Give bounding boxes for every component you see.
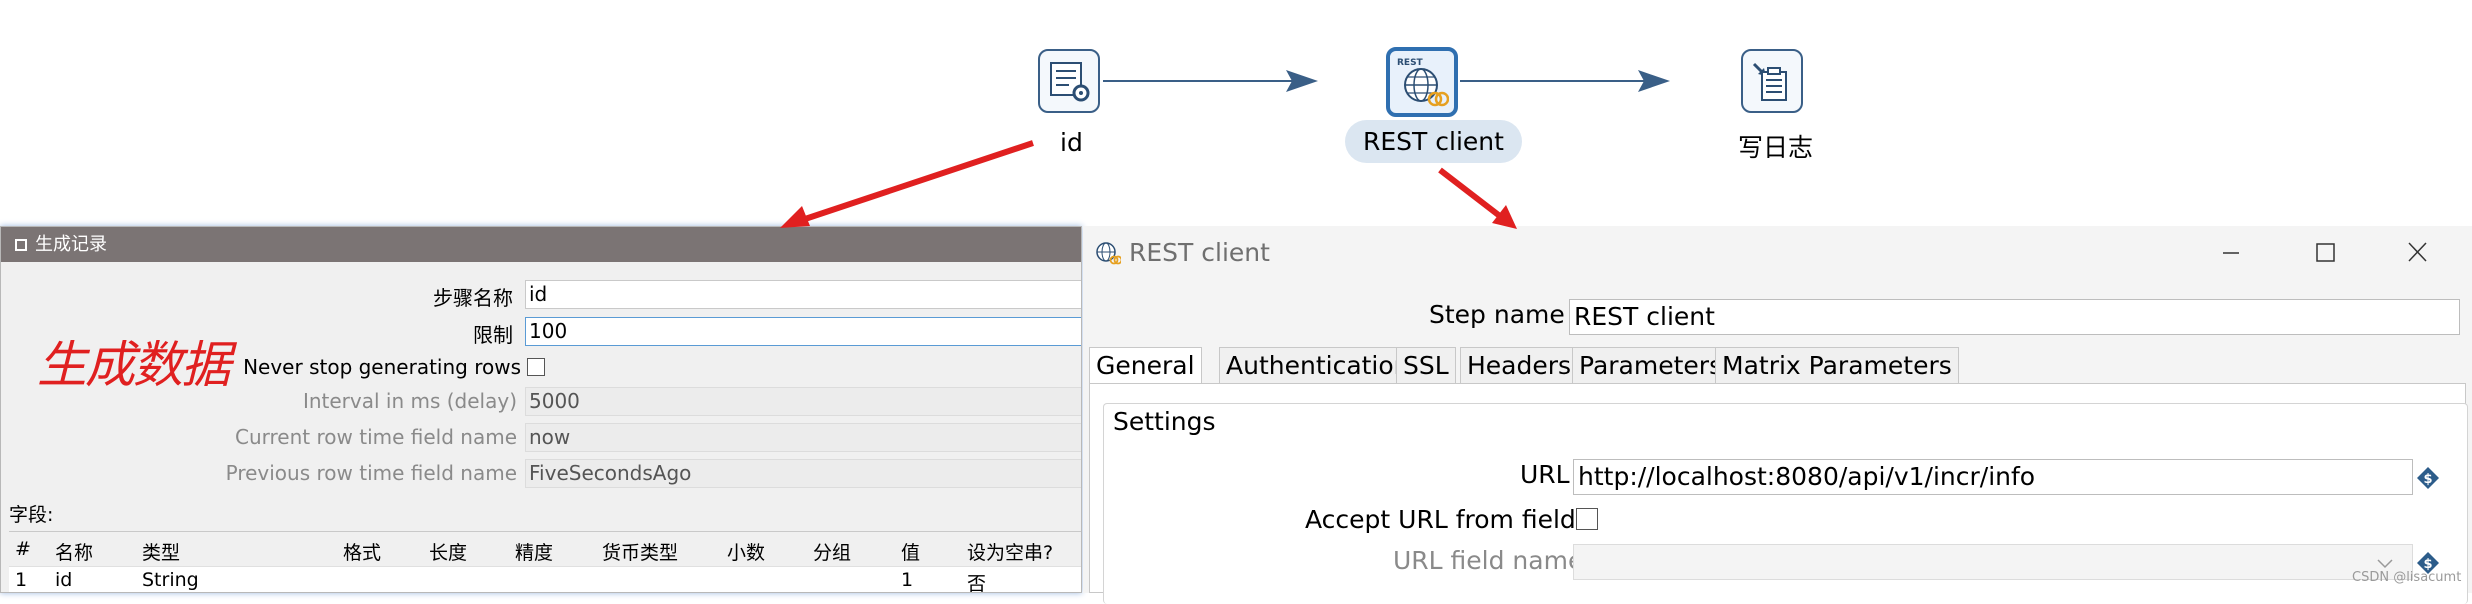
rest-client-icon: REST bbox=[1397, 58, 1449, 107]
current-row-label: Current row time field name bbox=[235, 425, 517, 449]
watermark: CSDN @lisacumt bbox=[2352, 570, 2462, 585]
svg-text:REST: REST bbox=[1397, 58, 1424, 68]
table-cell[interactable]: 否 bbox=[967, 573, 987, 593]
accept-url-checkbox[interactable] bbox=[1576, 508, 1598, 530]
step-name-input[interactable]: id bbox=[525, 280, 1081, 309]
limit-label: 限制 bbox=[473, 323, 513, 347]
limit-input[interactable]: 100 bbox=[525, 317, 1081, 346]
right-dialog-title: REST client bbox=[1129, 238, 1270, 267]
step-name-label: 步骤名称 bbox=[433, 286, 513, 310]
table-cell[interactable]: id bbox=[55, 569, 73, 591]
step-id[interactable] bbox=[1038, 49, 1100, 113]
hop-arrowhead bbox=[1638, 70, 1670, 92]
maximize-button[interactable] bbox=[2305, 238, 2345, 266]
column-header[interactable]: 小数 bbox=[727, 542, 766, 564]
generate-rows-dialog: 生成记录 生成数据 步骤名称 id 限制 100 Never stop gene… bbox=[0, 226, 1082, 593]
table-cell[interactable]: String bbox=[142, 569, 199, 591]
tab-general[interactable]: General bbox=[1089, 347, 1202, 383]
url-field-name-select[interactable] bbox=[1573, 544, 2413, 580]
left-dialog-titlebar[interactable]: 生成记录 bbox=[1, 227, 1081, 262]
table-row[interactable]: 1 id String 1 否 bbox=[9, 566, 1081, 593]
minimize-icon bbox=[2223, 252, 2239, 254]
current-row-input[interactable]: now bbox=[525, 423, 1081, 452]
maximize-icon bbox=[2316, 243, 2335, 262]
settings-label: Settings bbox=[1109, 407, 1220, 436]
fields-table: # 名称 类型 格式 长度 精度 货币类型 小数 分组 值 设为空串? 1 id… bbox=[9, 531, 1081, 593]
column-header[interactable]: 精度 bbox=[515, 542, 554, 564]
svg-text:$: $ bbox=[2423, 472, 2432, 487]
url-input[interactable]: http://localhost:8080/api/v1/incr/info bbox=[1573, 459, 2413, 495]
step-label-id: id bbox=[1060, 128, 1083, 157]
step-label-rest-client: REST client bbox=[1345, 120, 1522, 163]
hop-arrowhead bbox=[1286, 70, 1318, 92]
url-field-name-label: URL field name bbox=[1393, 546, 1584, 575]
close-button[interactable] bbox=[2397, 238, 2437, 266]
svg-text:$: $ bbox=[2423, 557, 2432, 572]
chevron-down-icon bbox=[2377, 559, 2393, 569]
step-name-input[interactable]: REST client bbox=[1569, 299, 2460, 335]
flow-canvas: id REST REST client 写日志 bbox=[0, 0, 2472, 226]
rest-client-dialog: REST client Step name REST client Genera… bbox=[1083, 226, 2472, 604]
never-stop-checkbox[interactable] bbox=[527, 358, 545, 376]
column-header[interactable]: # bbox=[15, 538, 31, 560]
annotation-text: 生成数据 bbox=[37, 336, 231, 394]
write-log-icon bbox=[1752, 62, 1787, 101]
column-header[interactable]: 值 bbox=[901, 542, 921, 564]
tab-authentication[interactable]: Authentication bbox=[1219, 347, 1417, 383]
step-write-log[interactable] bbox=[1741, 49, 1803, 113]
column-header[interactable]: 货币类型 bbox=[602, 542, 679, 564]
previous-row-label: Previous row time field name bbox=[225, 461, 517, 485]
fields-label: 字段: bbox=[9, 504, 54, 526]
hop-lines bbox=[1103, 70, 1670, 92]
dialog-icon bbox=[15, 239, 27, 251]
step-rest-client[interactable]: REST bbox=[1386, 47, 1458, 117]
column-header[interactable]: 设为空串? bbox=[967, 542, 1054, 564]
variable-icon[interactable]: $ bbox=[2417, 552, 2439, 574]
tab-ssl[interactable]: SSL bbox=[1396, 347, 1456, 383]
tab-headers[interactable]: Headers bbox=[1460, 347, 1579, 383]
previous-row-input[interactable]: FiveSecondsAgo bbox=[525, 459, 1081, 488]
accept-url-label: Accept URL from field? bbox=[1305, 505, 1590, 534]
left-dialog-title: 生成记录 bbox=[35, 234, 107, 255]
generate-rows-icon bbox=[1050, 62, 1090, 102]
minimize-button[interactable] bbox=[2211, 238, 2251, 266]
column-header[interactable]: 长度 bbox=[429, 542, 468, 564]
tab-matrix-parameters[interactable]: Matrix Parameters bbox=[1715, 347, 1959, 383]
url-label: URL bbox=[1520, 460, 1570, 489]
step-name-label: Step name bbox=[1429, 300, 1565, 329]
interval-label: Interval in ms (delay) bbox=[302, 389, 517, 413]
rest-client-title-icon bbox=[1096, 242, 1121, 265]
interval-input[interactable]: 5000 bbox=[525, 387, 1081, 416]
close-icon bbox=[2408, 242, 2427, 262]
column-header[interactable]: 类型 bbox=[142, 542, 181, 564]
tab-parameters[interactable]: Parameters bbox=[1572, 347, 1730, 383]
column-header[interactable]: 格式 bbox=[343, 542, 382, 564]
column-header[interactable]: 分组 bbox=[813, 542, 852, 564]
variable-icon[interactable]: $ bbox=[2417, 467, 2439, 489]
column-header[interactable]: 名称 bbox=[55, 542, 94, 564]
never-stop-label: Never stop generating rows bbox=[243, 355, 521, 379]
table-cell[interactable]: 1 bbox=[901, 569, 914, 591]
step-label-write-log: 写日志 bbox=[1738, 133, 1814, 162]
table-cell[interactable]: 1 bbox=[15, 569, 28, 591]
